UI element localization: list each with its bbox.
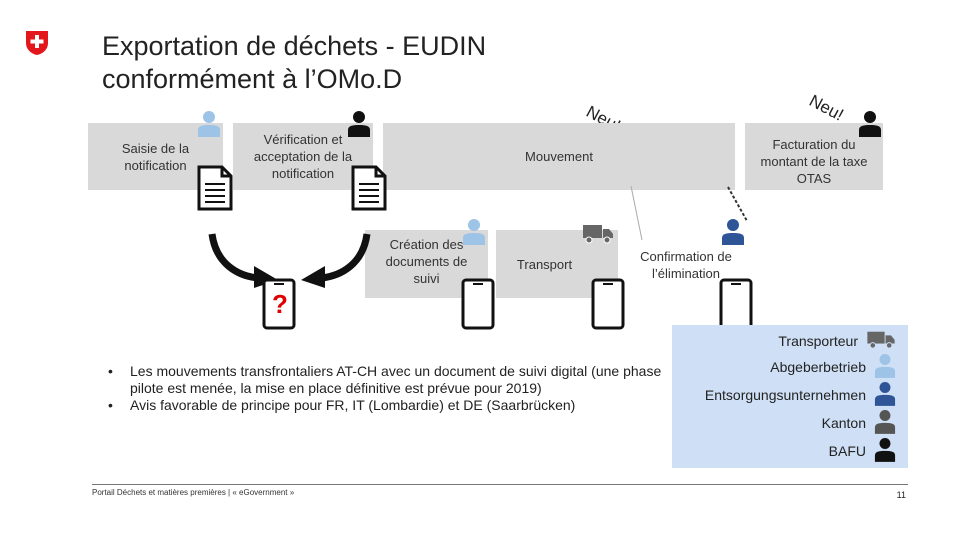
legend-entsorgung-label: Entsorgungsunternehmen: [704, 387, 866, 403]
box-facturation-label: Facturation du montant de la taxe OTAS: [760, 137, 868, 186]
person-icon-black: [858, 110, 882, 137]
curved-arrow-left-icon: [298, 230, 373, 293]
document-icon: [196, 164, 234, 212]
footer-text: Portail Déchets et matières premières | …: [92, 488, 295, 497]
legend-bafu-label: BAFU: [828, 443, 866, 459]
confirmation-label: Confirmation de l’élimination: [640, 249, 732, 281]
box-mouvement-label: Mouvement: [525, 149, 593, 164]
legend-bafu: BAFU: [829, 437, 896, 465]
title-line-1: Exportation de déchets - EUDIN: [102, 31, 487, 61]
legend-transporteur-label: Transporteur: [778, 332, 858, 349]
connector-line: [725, 185, 755, 230]
curved-arrow-right-icon: [206, 230, 281, 293]
page-title: Exportation de déchets - EUDIN conformém…: [102, 30, 486, 96]
box-creation-label: Création des documents de suivi: [385, 236, 468, 286]
truck-icon: [866, 329, 896, 352]
legend-kanton: Kanton: [822, 409, 896, 437]
person-icon-light-blue: [874, 353, 896, 381]
role-legend: Transporteur Abgeberbetrieb Entsorgungsu…: [672, 325, 908, 468]
person-icon-dark-blue: [874, 381, 896, 409]
box-transport-label: Transport: [516, 256, 573, 272]
legend-kanton-label: Kanton: [821, 415, 866, 431]
connector-line: [628, 184, 648, 249]
bullet-list: Les mouvements transfrontaliers AT-CH av…: [108, 363, 668, 414]
footer-divider: [92, 484, 908, 485]
box-saisie-label: Saisie de la notification: [121, 140, 190, 173]
person-icon-dark-gray: [874, 409, 896, 437]
legend-abgeberbetrieb-label: Abgeberbetrieb: [770, 359, 866, 375]
phone-icon: [461, 278, 497, 332]
person-icon-light-blue: [462, 218, 486, 245]
box-verification-label: Vérification et acceptation de la notifi…: [253, 132, 353, 181]
phone-icon: [719, 278, 755, 332]
person-icon-dark-blue: [721, 218, 745, 245]
page-number: 11: [896, 490, 906, 500]
box-mouvement: Mouvement: [383, 123, 735, 190]
person-icon-black: [347, 110, 371, 137]
document-icon: [350, 164, 388, 212]
question-mark: ?: [272, 289, 288, 319]
phone-icon: [591, 278, 627, 332]
bullet-item: Les mouvements transfrontaliers AT-CH av…: [108, 363, 668, 397]
phone-question-icon: [262, 278, 298, 332]
truck-icon: [582, 222, 614, 244]
title-line-2: conformément à l’OMo.D: [102, 64, 403, 94]
legend-abgeberbetrieb: Abgeberbetrieb: [770, 353, 896, 381]
person-icon-light-blue: [197, 110, 221, 137]
person-icon-black: [874, 437, 896, 465]
swiss-coat-of-arms-logo: [25, 30, 49, 61]
new-badge-right: Neu!: [806, 91, 847, 125]
legend-entsorgung: Entsorgungsunternehmen: [705, 381, 896, 409]
bullet-item: Avis favorable de principe pour FR, IT (…: [108, 397, 668, 414]
legend-transporteur: Transporteur: [778, 329, 896, 352]
